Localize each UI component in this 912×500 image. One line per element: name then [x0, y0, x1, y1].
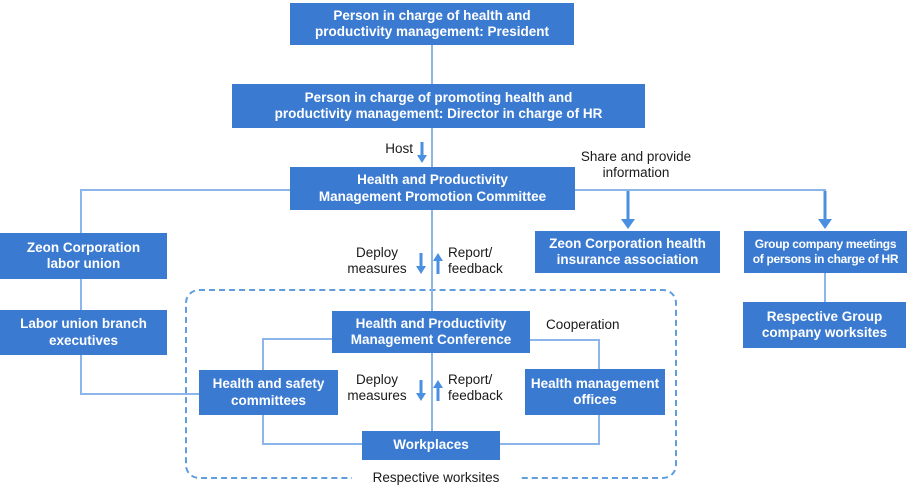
connector-committee-right	[575, 189, 826, 191]
node-insurance-association: Zeon Corporation health insurance associ…	[535, 231, 720, 273]
connector-president-director	[431, 45, 433, 84]
arrow-head	[432, 253, 443, 261]
host-down-arrow-icon	[416, 142, 427, 163]
cooperation-label: Cooperation	[546, 317, 620, 332]
node-management-conference: Health and Productivity Management Confe…	[332, 311, 530, 353]
node-promotion-committee: Health and Productivity Management Promo…	[290, 167, 575, 210]
arrow-stem	[420, 142, 423, 156]
down-arrow-icon	[818, 191, 832, 229]
share-information-label: Share and provide information	[580, 149, 692, 181]
deploy-measures-label-upper: Deploy measures	[347, 245, 407, 277]
node-workplaces: Workplaces	[362, 431, 500, 460]
connector-director-committee	[431, 128, 433, 167]
connector-conference-offices-v	[598, 339, 600, 369]
connector-to-labor-union	[80, 189, 82, 233]
arrow-head	[415, 393, 426, 401]
report-feedback-label-lower: Report/ feedback	[448, 372, 503, 404]
connector-conference-workplaces	[431, 353, 433, 431]
node-group-worksites: Respective Group company worksites	[743, 302, 906, 348]
arrow-head	[818, 219, 832, 229]
deploy-measures-label-lower: Deploy measures	[347, 372, 407, 404]
report-up-arrow-icon	[432, 253, 443, 274]
connector-conference-offices-h	[530, 339, 599, 341]
connector-conference-safety-v	[262, 338, 264, 370]
arrow-stem	[626, 191, 630, 220]
arrow-stem	[419, 380, 422, 394]
connector-safety-down	[262, 415, 264, 445]
arrow-head	[415, 266, 426, 274]
node-safety-committees: Health and safety committees	[199, 370, 338, 415]
arrow-head	[621, 219, 635, 229]
down-arrow-icon	[621, 191, 635, 229]
respective-worksites-label: Respective worksites	[352, 470, 520, 487]
arrow-head	[416, 155, 427, 163]
node-group-hr-meetings: Group company meetings of persons in cha…	[744, 231, 907, 273]
arrow-stem	[419, 253, 422, 267]
host-label: Host	[385, 141, 413, 156]
connector-union-executives	[80, 279, 82, 310]
node-hr-director: Person in charge of promoting health and…	[232, 84, 645, 128]
connector-conference-safety-h	[263, 338, 332, 340]
deploy-down-arrow-icon	[415, 253, 426, 274]
deploy-down-arrow-icon	[415, 380, 426, 401]
connector-offices-workplaces	[500, 443, 600, 445]
connector-committee-left	[81, 189, 290, 191]
connector-meetings-worksites	[824, 273, 826, 302]
node-management-offices: Health management offices	[525, 369, 665, 415]
connector-executives-safety	[81, 393, 199, 395]
node-branch-executives: Labor union branch executives	[0, 310, 167, 355]
connector-committee-conference	[431, 210, 433, 311]
node-labor-union: Zeon Corporation labor union	[0, 233, 167, 279]
arrow-head	[432, 380, 443, 388]
node-president: Person in charge of health and productiv…	[290, 3, 574, 45]
connector-offices-down	[598, 415, 600, 445]
connector-safety-workplaces	[263, 443, 362, 445]
report-up-arrow-icon	[432, 380, 443, 401]
report-feedback-label-upper: Report/ feedback	[448, 245, 503, 277]
connector-executives-down	[80, 355, 82, 395]
arrow-stem	[436, 387, 439, 401]
arrow-stem	[436, 260, 439, 274]
arrow-stem	[823, 191, 827, 220]
